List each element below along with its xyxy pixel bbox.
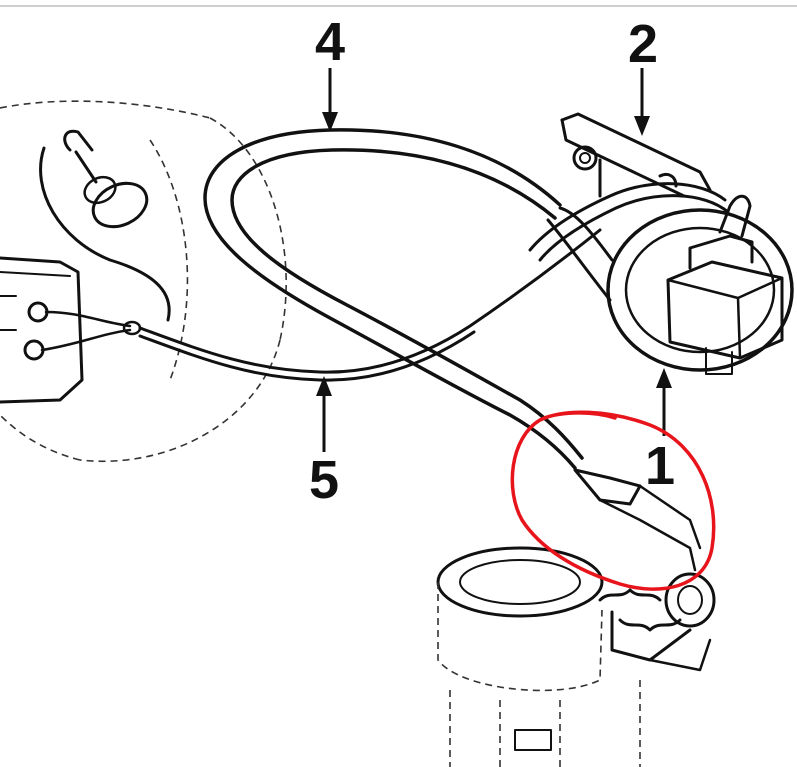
wire-harness-5: [138, 228, 602, 382]
callout-label-2: 2: [628, 14, 658, 74]
callout-arrows: [316, 68, 672, 452]
callout-label-1: 1: [645, 436, 675, 496]
callout-label-4: 4: [315, 12, 345, 72]
left-connector-block: [0, 256, 142, 404]
throttle-body: [436, 468, 716, 767]
left-drum: [0, 100, 287, 462]
left-coil: [39, 129, 171, 322]
callout-label-5: 5: [309, 450, 339, 510]
highlight-circle-annotation: [510, 410, 716, 591]
actuator-canister: [528, 112, 794, 375]
cable-4: [203, 128, 584, 470]
